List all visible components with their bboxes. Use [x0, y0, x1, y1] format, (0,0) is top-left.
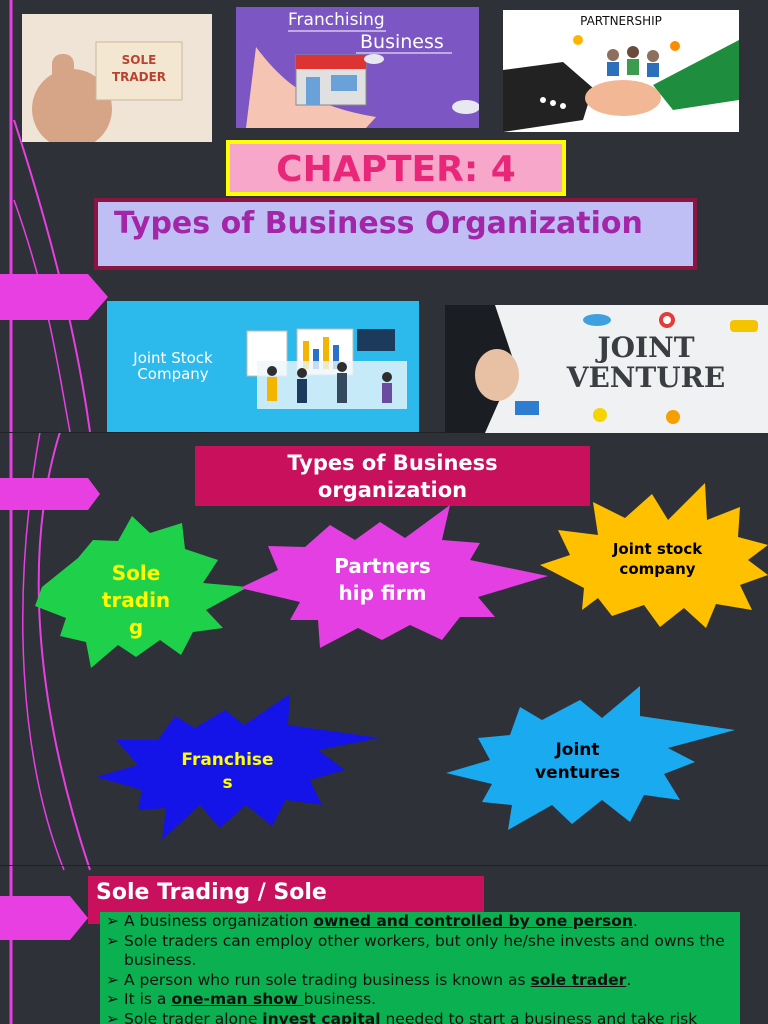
chapter-title: CHAPTER: 4 [276, 149, 516, 190]
arrow-tab-1 [0, 274, 108, 320]
sole-trading-bullets: ➢A business organization owned and contr… [100, 912, 740, 1024]
arrow-bullet-icon: ➢ [106, 912, 119, 930]
joint-stock-company-image: Joint Stock Company [107, 301, 419, 432]
slide-divider [0, 865, 768, 866]
sole-trader-photo: SOLE TRADER [22, 14, 212, 142]
partnership-image: PARTNERSHIP [503, 10, 739, 132]
business-title: Business [360, 31, 444, 53]
franchising-title: Franchising [288, 10, 385, 30]
slide-divider [0, 432, 768, 433]
arrow-bullet-icon: ➢ [106, 1009, 119, 1024]
sole-trading-label: Sole tradin g [101, 561, 171, 639]
sole-trading-star [35, 516, 248, 668]
arrow-tab-3 [0, 896, 88, 940]
arrow-tab-2 [0, 478, 100, 510]
joint-venture-text-1: JOINT [594, 331, 694, 364]
sole-trader-card-text-2: TRADER [112, 70, 166, 84]
bullet-item: ➢A business organization owned and contr… [106, 912, 638, 930]
arrow-bullet-icon: ➢ [106, 931, 119, 950]
types-header-line-1: Types of Business [287, 451, 498, 475]
partnership-title: PARTNERSHIP [580, 14, 662, 28]
franchises-star [96, 694, 380, 840]
types-header: Types of Business organization [195, 446, 590, 506]
joint-stock-text-1: Joint Stock [132, 349, 213, 367]
bullet-item: ➢Sole trader alone invest capital needed… [106, 1010, 740, 1024]
joint-stock-star [540, 483, 768, 628]
types-header-line-2: organization [317, 478, 468, 502]
joint-ventures-label: Joint ventures [535, 740, 620, 783]
chapter-subtitle-box: Types of Business Organization [94, 198, 697, 270]
bullet-item: ➢It is a one-man show business. [106, 990, 377, 1008]
partnership-star [240, 505, 548, 648]
sole-trader-card-text-1: SOLE [122, 53, 157, 67]
chapter-title-box: CHAPTER: 4 [226, 140, 566, 196]
bullet-item: ➢A person who run sole trading business … [106, 970, 632, 989]
arrow-bullet-icon: ➢ [106, 990, 119, 1008]
joint-venture-image: JOINT VENTURE [445, 305, 768, 433]
left-accent-bar [0, 0, 12, 1024]
joint-stock-text-2: Company [137, 365, 208, 383]
joint-stock-label: Joint stock company [612, 540, 703, 578]
franchises-label: Franchise s [181, 750, 274, 793]
bullet-item: ➢Sole traders can employ other workers, … [106, 931, 725, 970]
arrow-bullet-icon: ➢ [106, 970, 119, 989]
decorative-curves [0, 0, 108, 1024]
joint-ventures-star [446, 686, 735, 830]
chapter-subtitle: Types of Business Organization [114, 206, 643, 241]
joint-venture-text-2: VENTURE [566, 361, 726, 394]
partnership-label: Partners hip firm [334, 554, 431, 605]
franchising-business-image: Franchising Business [236, 7, 479, 128]
